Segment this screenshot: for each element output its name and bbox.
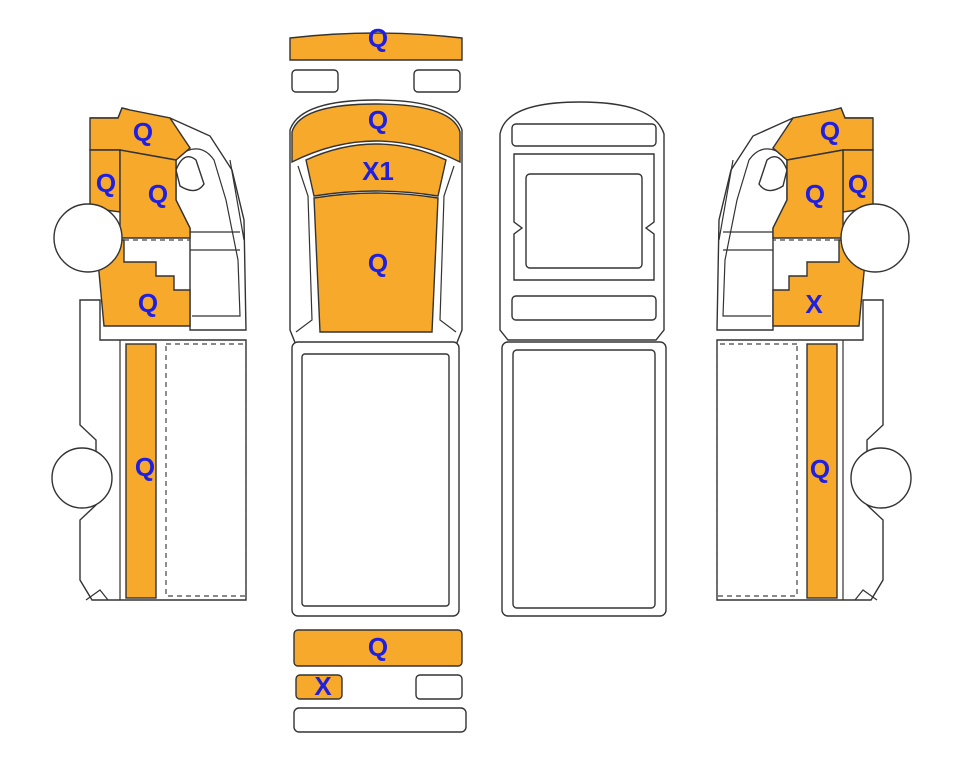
underside-view xyxy=(499,101,667,617)
right-front-wheel xyxy=(840,203,910,273)
roof-panel xyxy=(313,192,439,333)
label-hood-front: Q xyxy=(368,105,388,135)
left-side-view xyxy=(51,107,247,601)
label-right-cab-side: Q xyxy=(848,169,868,199)
label-right-lower-front: X xyxy=(805,289,823,319)
left-lower-front-panel xyxy=(95,239,191,327)
right-bed-rail xyxy=(806,343,838,599)
top-view-bed-inner xyxy=(301,353,450,607)
left-mirror xyxy=(175,156,205,192)
right-side-view xyxy=(716,107,912,601)
rear-step xyxy=(293,707,467,733)
left-bed-rail xyxy=(125,343,157,599)
label-rear-left-light: X xyxy=(314,671,332,701)
label-left-cab-side: Q xyxy=(96,168,116,198)
label-left-bed-rail: Q xyxy=(135,452,155,482)
rear-bumper-panel xyxy=(293,629,463,667)
left-bed-dashed xyxy=(165,343,247,597)
right-rear-wheel xyxy=(850,447,912,509)
label-windshield: X1 xyxy=(362,156,394,186)
label-right-cab-top: Q xyxy=(820,116,840,146)
rear-right-light xyxy=(415,674,463,700)
rear-left-light xyxy=(295,674,343,700)
right-lower-front-panel xyxy=(772,239,868,327)
underside-inner-window xyxy=(525,173,643,269)
front-right-light xyxy=(413,69,461,93)
underside-front-strip xyxy=(511,123,657,147)
left-front-wheel xyxy=(53,203,123,273)
front-bumper-panel xyxy=(289,32,463,61)
front-left-light xyxy=(291,69,339,93)
damage-labels: Q Q X1 Q Q X Q Q Q Q Q Q Q Q X Q xyxy=(96,23,868,701)
label-right-bed-rail: Q xyxy=(810,454,830,484)
label-left-cab-top: Q xyxy=(133,117,153,147)
label-right-door: Q xyxy=(805,179,825,209)
top-view xyxy=(289,32,467,733)
right-pillar xyxy=(439,165,457,333)
underside-rear-strip xyxy=(511,295,657,321)
underside-bed-inner xyxy=(512,349,656,609)
label-left-door: Q xyxy=(148,179,168,209)
left-frame xyxy=(79,299,247,601)
left-rear-wheel xyxy=(51,447,113,509)
label-rear-bumper: Q xyxy=(368,632,388,662)
label-left-lower-front: Q xyxy=(138,288,158,318)
label-front-bumper: Q xyxy=(368,23,388,53)
windshield-panel xyxy=(305,143,447,197)
left-pillar xyxy=(295,165,313,333)
hood-panel xyxy=(291,103,461,164)
left-rear-hitch xyxy=(85,589,109,601)
label-roof-front: Q xyxy=(368,248,388,278)
